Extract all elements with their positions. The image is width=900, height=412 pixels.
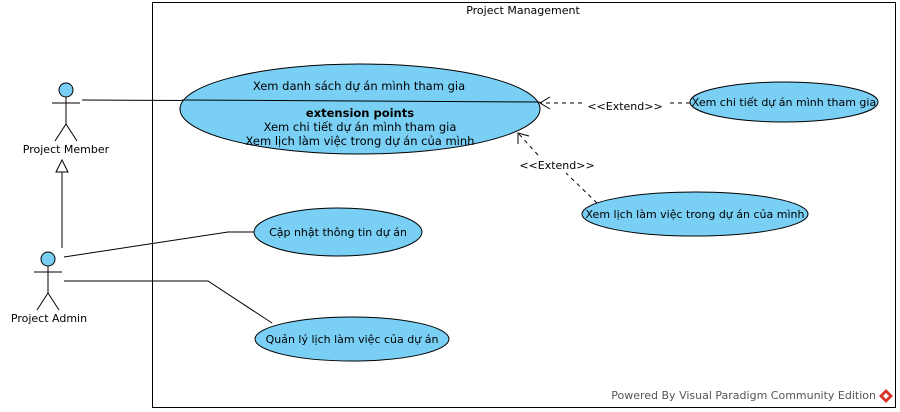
actor-project-member[interactable]	[52, 82, 80, 142]
footer-text: Powered By Visual Paradigm Community Edi…	[611, 389, 876, 402]
use-case-schedule[interactable]	[581, 191, 809, 237]
actor-project-member-label: Project Member	[23, 143, 110, 156]
generalization-arrowhead	[55, 158, 69, 173]
use-case-detail-label: Xem chi tiết dự án mình tham gia	[692, 96, 876, 109]
visual-paradigm-logo-icon	[879, 389, 893, 403]
extend-line-2a	[565, 172, 598, 204]
association-admin-update	[63, 231, 256, 258]
extend-arrowhead-2	[517, 132, 530, 144]
use-case-schedule-label: Xem lịch làm việc trong dự án của mình	[586, 208, 805, 221]
use-case-detail[interactable]	[689, 81, 879, 123]
actor-project-admin[interactable]	[34, 251, 62, 311]
use-case-manage[interactable]	[254, 316, 450, 362]
use-case-main[interactable]	[179, 63, 541, 155]
use-case-main-title: Xem danh sách dự án mình tham gia	[253, 79, 465, 93]
extend-arrowhead-1	[539, 96, 551, 110]
extend-label-1: <<Extend>>	[587, 100, 662, 113]
use-case-manage-label: Quản lý lịch làm việc của dự án	[266, 333, 439, 346]
extend-label-2: <<Extend>>	[519, 159, 594, 172]
use-case-main-ext-1: Xem chi tiết dự án mình tham gia	[264, 120, 457, 134]
system-title: Project Management	[466, 4, 580, 17]
use-case-main-ext-heading: extension points	[306, 106, 414, 120]
actor-project-admin-label: Project Admin	[11, 312, 87, 325]
association-admin-manage	[64, 280, 273, 324]
use-case-update-label: Cập nhật thông tin dự án	[269, 226, 407, 239]
use-case-update[interactable]	[253, 207, 423, 257]
extend-line-2b	[517, 132, 539, 156]
association-member-main-over	[181, 99, 541, 103]
use-case-main-ext-2: Xem lịch làm việc trong dự án của mình	[246, 134, 475, 148]
